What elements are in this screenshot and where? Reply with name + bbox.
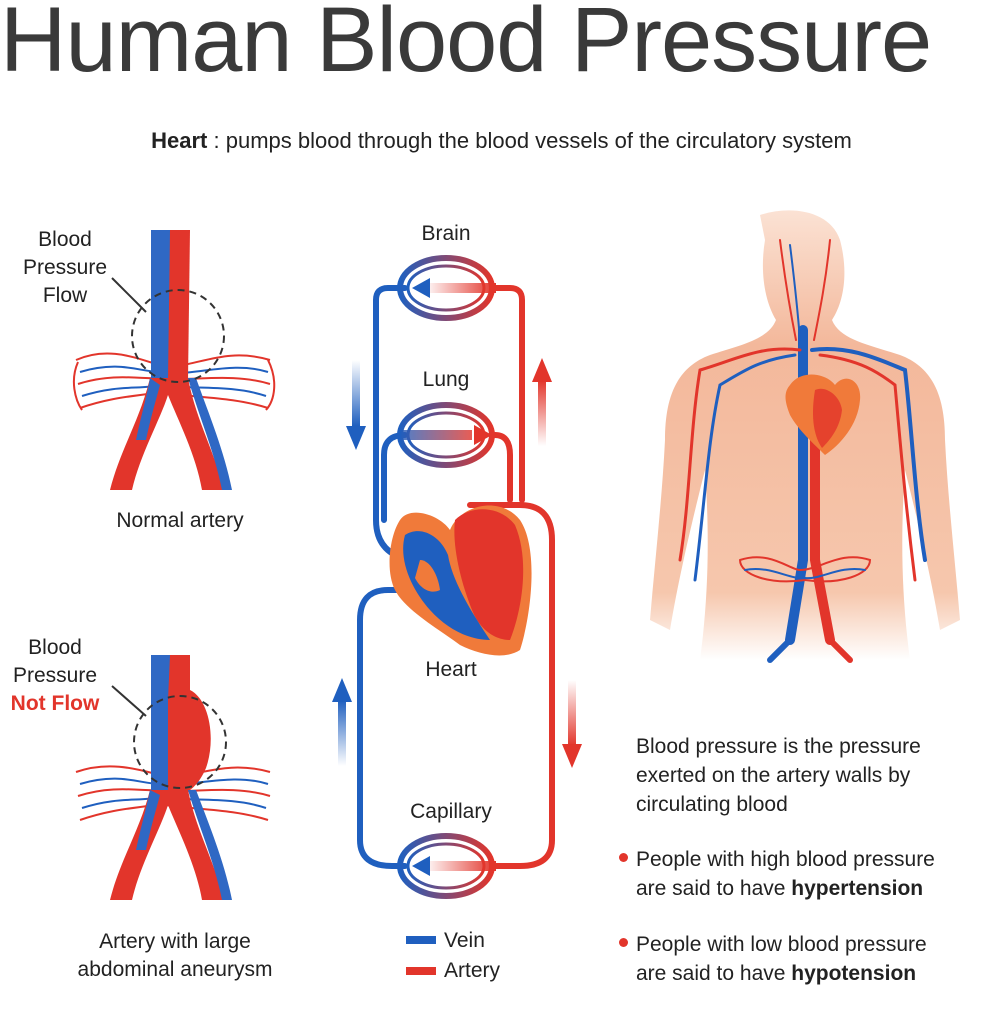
brain-label: Brain	[421, 222, 471, 245]
bullet-hypertension-pre: are said to have	[636, 877, 792, 900]
definition-line1: Blood pressure is the pressure	[636, 735, 921, 758]
aneurysm-artery-graphic	[75, 655, 271, 900]
normal-artery-graphic	[72, 230, 276, 490]
normal-flow-label-line3: Flow	[42, 284, 88, 307]
legend-artery-label: Artery	[444, 959, 501, 982]
aneurysm-caption-line2: abdominal aneurysm	[77, 958, 273, 981]
normal-flow-label: Blood Pressure Flow	[10, 226, 120, 310]
normal-flow-label-line2: Pressure	[22, 256, 108, 279]
definition-line2: exerted on the artery walls by	[636, 764, 911, 787]
definition-line3: circulating blood	[636, 793, 788, 816]
normal-artery-caption: Normal artery	[116, 509, 244, 532]
flow-arrows	[332, 358, 582, 768]
bullet-hypotension: People with low blood pressure are said …	[619, 930, 1003, 988]
bullet-dot-icon	[619, 937, 628, 947]
not-flow-label-line2: Pressure	[12, 664, 98, 687]
bullet-hypertension-term: hypertension	[791, 877, 924, 900]
lung-label: Lung	[422, 368, 470, 391]
bullet-hypertension: People with high blood pressure are said…	[619, 845, 1003, 903]
bullet-hypotension-line1: People with low blood pressure	[636, 933, 927, 956]
capillary-loop	[397, 833, 496, 899]
body-graphic	[650, 210, 960, 663]
definition-text: Blood pressure is the pressure exerted o…	[636, 732, 996, 819]
capillary-label: Capillary	[410, 800, 492, 823]
legend-artery-swatch	[406, 967, 436, 975]
not-flow-label: Blood Pressure Not Flow	[0, 634, 110, 718]
circulation-diagram	[357, 285, 555, 869]
brain-loop	[397, 255, 496, 321]
legend-vein-swatch	[406, 936, 436, 944]
aneurysm-caption-line1: Artery with large	[99, 930, 251, 953]
subtitle-bold: Heart	[151, 128, 208, 153]
page-title: Human Blood Pressure	[0, 0, 932, 91]
bullet-hypotension-term: hypotension	[791, 962, 917, 985]
subtitle-rest: : pumps blood through the blood vessels …	[207, 128, 852, 153]
lung-loop	[397, 402, 495, 468]
subtitle: Heart : pumps blood through the blood ve…	[0, 128, 1003, 154]
normal-flow-label-line1: Blood	[38, 228, 92, 251]
not-flow-label-line1: Blood	[28, 636, 82, 659]
heart-label: Heart	[425, 658, 477, 681]
heart-graphic	[389, 505, 532, 656]
bullet-hypotension-pre: are said to have	[636, 962, 792, 985]
bullet-dot-icon	[619, 852, 628, 862]
bullet-hypertension-line1: People with high blood pressure	[636, 848, 935, 871]
legend-vein-label: Vein	[444, 929, 485, 952]
not-flow-label-line3: Not Flow	[10, 692, 100, 715]
aneurysm-caption: Artery with large abdominal aneurysm	[40, 928, 310, 984]
